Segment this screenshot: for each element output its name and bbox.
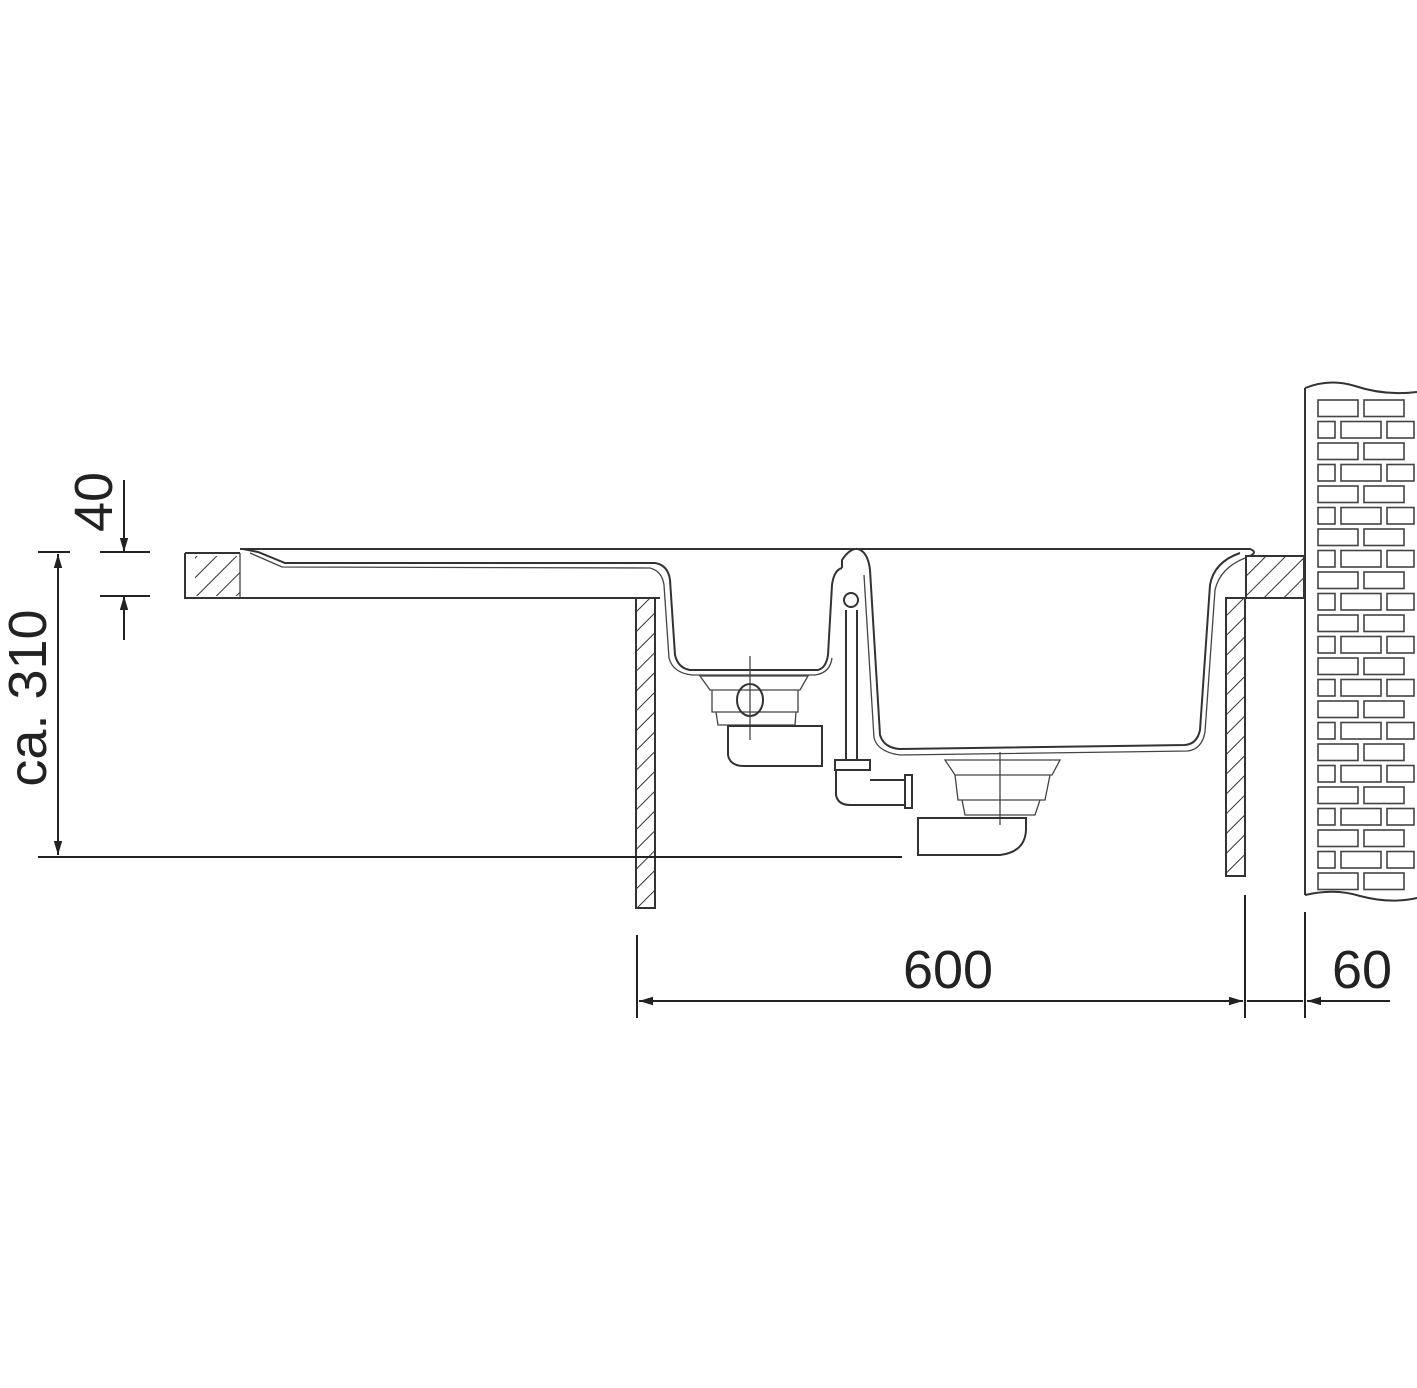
brick [1386,420,1415,439]
dimension-60: 60 [1247,912,1392,1018]
brick [1340,635,1382,654]
brick [1340,420,1382,439]
brick [1363,743,1405,762]
brick [1317,485,1359,504]
brick [1340,850,1382,869]
brick [1386,678,1415,697]
brick [1340,721,1382,740]
brick [1386,850,1415,869]
brick [1340,764,1382,783]
left-drain [698,656,823,767]
brick [1317,807,1336,826]
dimension-label-40: 40 [64,472,124,532]
brick [1363,872,1405,891]
brick [1363,442,1405,461]
dimension-label-600: 600 [903,940,993,1000]
brick [1386,764,1415,783]
right-drain [917,752,1062,856]
brick [1317,399,1359,418]
brick [1340,807,1382,826]
brick [1317,829,1359,848]
dimension-40: 40 [64,472,150,640]
brick [1317,678,1336,697]
brick [1363,700,1405,719]
brick [1317,850,1336,869]
dimension-label-60: 60 [1332,940,1392,1000]
brick [1386,592,1415,611]
brick [1340,463,1382,482]
brick [1317,614,1359,633]
brick [1317,420,1336,439]
brick [1317,549,1336,568]
brick [1317,700,1359,719]
brick [1317,872,1359,891]
brick [1317,528,1359,547]
brick [1317,657,1359,676]
brick [1363,614,1405,633]
brick-wall [1304,381,1417,902]
brick [1317,743,1359,762]
brick [1363,786,1405,805]
brick [1340,549,1382,568]
brick [1317,592,1336,611]
brick [1317,721,1336,740]
brick [1363,399,1405,418]
cabinet-panel-left [635,597,656,909]
brick [1317,786,1359,805]
brick [1340,592,1382,611]
brick [1363,571,1405,590]
cabinet-panel-right [1225,597,1246,877]
brick [1386,549,1415,568]
sink-body [240,547,1255,756]
brick [1386,635,1415,654]
overflow-pipe [834,592,913,809]
brick [1386,463,1415,482]
brick [1317,506,1336,525]
brick [1317,635,1336,654]
brick [1340,678,1382,697]
dimension-label-310: ca. 310 [0,609,58,786]
brick [1317,442,1359,461]
brick [1317,571,1359,590]
brick [1363,657,1405,676]
brick [1386,721,1415,740]
brick [1363,528,1405,547]
brick [1386,506,1415,525]
brick [1363,485,1405,504]
countertop-left [184,552,660,599]
brick [1363,829,1405,848]
dimension-600: 600 [636,895,1246,1018]
brick [1317,764,1336,783]
brick [1386,807,1415,826]
brick [1340,506,1382,525]
brick [1317,463,1336,482]
countertop-right [1245,555,1305,599]
dimension-310: ca. 310 [0,551,902,858]
